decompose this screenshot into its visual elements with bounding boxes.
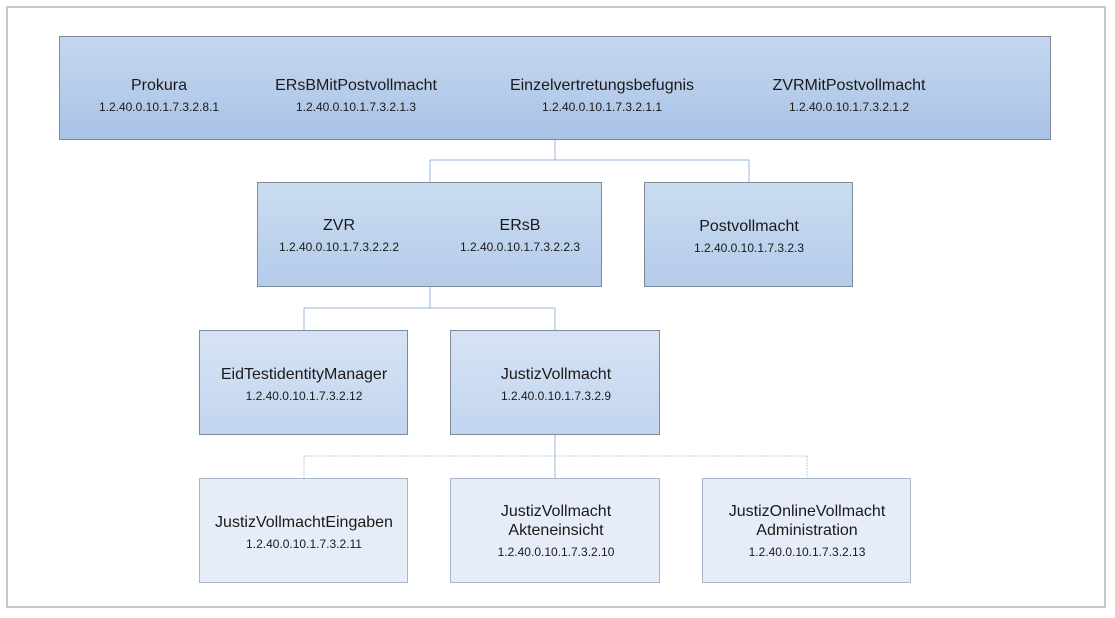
postvollmacht-box: Postvollmacht 1.2.40.0.10.1.7.3.2.3	[644, 182, 853, 287]
role-zvr: ZVR 1.2.40.0.10.1.7.3.2.2.2	[279, 216, 399, 255]
justiz-vollmacht-box: JustizVollmacht 1.2.40.0.10.1.7.3.2.9	[450, 330, 660, 435]
role-name-line2: Akteneinsicht	[508, 522, 604, 539]
role-zvr-mit-postvollmacht: ZVRMitPostvollmacht 1.2.40.0.10.1.7.3.2.…	[773, 76, 926, 115]
role-justiz-online-vollmacht-administration: JustizOnlineVollmacht Administration 1.2…	[729, 502, 886, 560]
eid-testidentity-manager-box: EidTestidentityManager 1.2.40.0.10.1.7.3…	[199, 330, 408, 435]
role-name: EidTestidentityManager	[220, 366, 388, 383]
role-oid: 1.2.40.0.10.1.7.3.2.11	[246, 537, 362, 551]
role-justiz-vollmacht: JustizVollmacht 1.2.40.0.10.1.7.3.2.9	[501, 365, 611, 404]
role-oid: 1.2.40.0.10.1.7.3.2.10	[497, 545, 615, 559]
role-oid: 1.2.40.0.10.1.7.3.2.2.3	[459, 240, 581, 254]
role-oid: 1.2.40.0.10.1.7.3.2.1.1	[541, 100, 663, 114]
role-justiz-vollmacht-akteneinsicht: JustizVollmacht Akteneinsicht 1.2.40.0.1…	[498, 502, 615, 560]
root-role-box: Prokura 1.2.40.0.10.1.7.3.2.8.1 ERsBMitP…	[59, 36, 1051, 140]
zvr-ersb-box: ZVR 1.2.40.0.10.1.7.3.2.2.2 ERsB 1.2.40.…	[257, 182, 602, 287]
role-oid: 1.2.40.0.10.1.7.3.2.8.1	[98, 100, 220, 114]
justiz-online-vollmacht-administration-box: JustizOnlineVollmacht Administration 1.2…	[702, 478, 911, 583]
role-name: Prokura	[130, 77, 188, 94]
role-name-line1: JustizVollmacht	[500, 503, 612, 520]
role-name: Postvollmacht	[699, 218, 799, 235]
diagram-frame	[6, 6, 1106, 608]
role-name: JustizVollmacht	[500, 366, 612, 383]
role-name: Einzelvertretungsbefugnis	[509, 77, 695, 94]
role-name: ERsB	[499, 217, 541, 234]
role-oid: 1.2.40.0.10.1.7.3.2.9	[500, 389, 612, 403]
role-ersb-mit-postvollmacht: ERsBMitPostvollmacht 1.2.40.0.10.1.7.3.2…	[275, 76, 437, 115]
role-oid: 1.2.40.0.10.1.7.3.2.3	[693, 241, 805, 255]
justiz-vollmacht-akteneinsicht-box: JustizVollmacht Akteneinsicht 1.2.40.0.1…	[450, 478, 660, 583]
role-name: ZVRMitPostvollmacht	[772, 77, 926, 94]
justiz-vollmacht-eingaben-box: JustizVollmachtEingaben 1.2.40.0.10.1.7.…	[199, 478, 408, 583]
role-name: ZVR	[322, 217, 355, 234]
role-oid: 1.2.40.0.10.1.7.3.2.2.2	[278, 240, 400, 254]
role-prokura: Prokura 1.2.40.0.10.1.7.3.2.8.1	[99, 76, 219, 115]
role-ersb: ERsB 1.2.40.0.10.1.7.3.2.2.3	[460, 216, 580, 255]
role-oid: 1.2.40.0.10.1.7.3.2.1.2	[788, 100, 910, 114]
role-name-line2: Administration	[756, 522, 858, 539]
role-einzelvertretungsbefugnis: Einzelvertretungsbefugnis 1.2.40.0.10.1.…	[510, 76, 694, 115]
role-name: JustizVollmachtEingaben	[215, 514, 393, 531]
role-justiz-vollmacht-eingaben: JustizVollmachtEingaben 1.2.40.0.10.1.7.…	[215, 513, 393, 552]
role-oid: 1.2.40.0.10.1.7.3.2.1.3	[295, 100, 417, 114]
role-oid: 1.2.40.0.10.1.7.3.2.13	[748, 545, 866, 559]
role-postvollmacht: Postvollmacht 1.2.40.0.10.1.7.3.2.3	[694, 217, 804, 256]
role-eid-testidentity-manager: EidTestidentityManager 1.2.40.0.10.1.7.3…	[221, 365, 387, 404]
role-name-line1: JustizOnlineVollmacht	[728, 503, 886, 520]
role-name: ERsBMitPostvollmacht	[275, 77, 437, 94]
role-oid: 1.2.40.0.10.1.7.3.2.12	[245, 389, 363, 403]
